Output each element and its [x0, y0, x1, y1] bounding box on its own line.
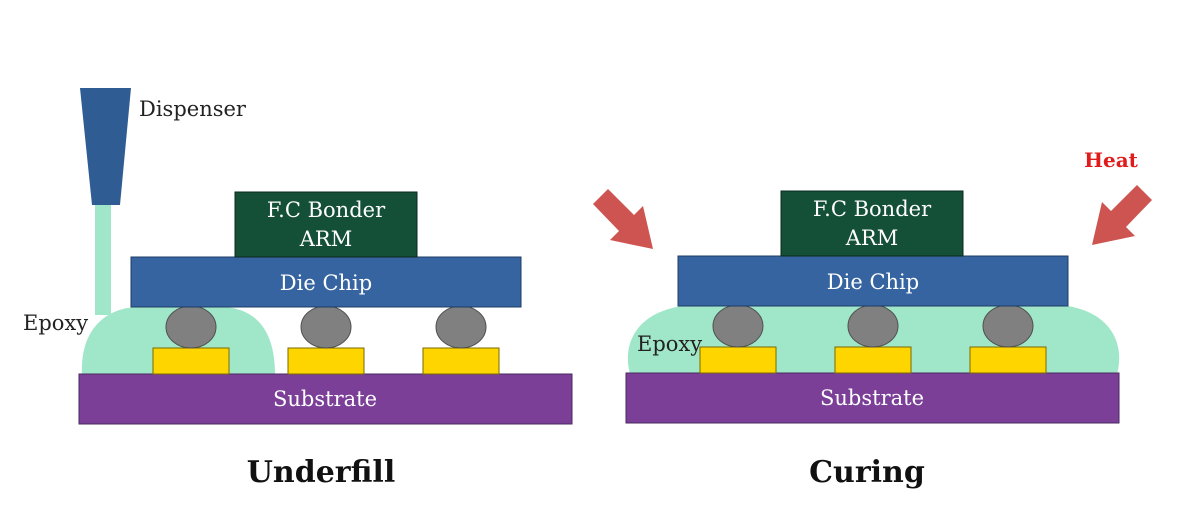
solder-pad	[969, 346, 1047, 374]
substrate-label: Substrate	[820, 386, 924, 410]
die-chip	[130, 256, 522, 308]
epoxy-label: Epoxy	[637, 332, 702, 356]
solder-bump	[435, 305, 487, 349]
solder-pad	[699, 346, 777, 374]
bonder-arm-label-line2: ARM	[299, 227, 352, 251]
solder-pad	[287, 347, 365, 375]
dispenser-nozzle-icon	[80, 88, 131, 205]
substrate-label: Substrate	[273, 387, 377, 411]
die-chip-label: Die Chip	[280, 271, 372, 295]
epoxy-label: Epoxy	[23, 311, 88, 335]
curing-caption: Curing	[809, 455, 925, 490]
solder-bump	[982, 304, 1034, 348]
solder-pad	[152, 347, 230, 375]
underfill-caption: Underfill	[247, 455, 395, 490]
heat-arrow-icon	[593, 189, 653, 249]
solder-pad	[422, 347, 500, 375]
solder-bump	[847, 304, 899, 348]
solder-bump	[712, 304, 764, 348]
bonder-arm-label-line1: F.C Bonder	[813, 197, 932, 221]
solder-pad	[834, 346, 912, 374]
substrate	[78, 373, 573, 425]
solder-bump	[300, 305, 352, 349]
bonder-arm	[780, 190, 964, 257]
solder-bump	[165, 305, 217, 349]
die-chip-label: Die Chip	[827, 270, 919, 294]
heat-label: Heat	[1084, 148, 1139, 172]
underfill-panel: Substrate Die Chip F.C Bonder ARM Dispen…	[23, 88, 573, 490]
epoxy-stream	[95, 205, 111, 315]
substrate	[625, 372, 1120, 424]
dispenser-label: Dispenser	[139, 97, 247, 121]
bonder-arm-label-line1: F.C Bonder	[267, 198, 386, 222]
bonder-arm-label-line2: ARM	[845, 226, 898, 250]
heat-arrow-icon	[1092, 185, 1152, 245]
bonder-arm	[234, 191, 418, 258]
curing-panel: Substrate Die Chip F.C Bonder ARM Heat E…	[593, 148, 1152, 490]
